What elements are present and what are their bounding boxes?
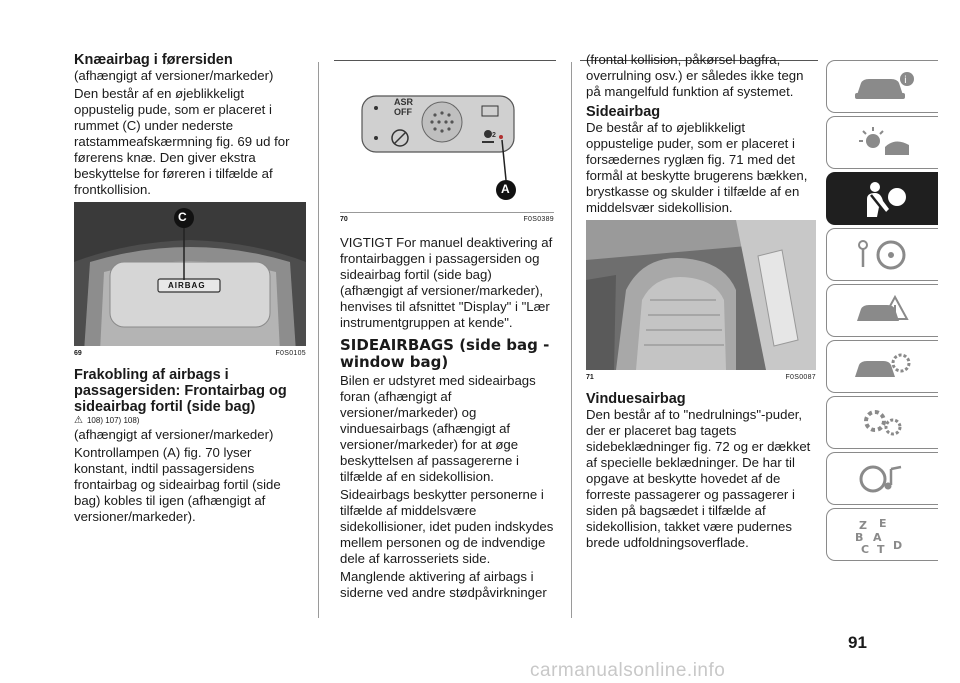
breakdown-icon — [856, 294, 909, 321]
figure-code: F0S0105 — [275, 350, 306, 357]
tab-safety[interactable] — [826, 172, 938, 225]
figure-code: F0S0087 — [785, 374, 816, 381]
paragraph: Manglende aktivering af airbags i sidern… — [340, 569, 547, 600]
figure-number: 69 — [74, 350, 82, 357]
tab-technical-data[interactable] — [826, 396, 938, 449]
paragraph: VIGTIGT For manuel deaktivering af front… — [340, 235, 553, 330]
asr-label: ASR — [394, 97, 414, 107]
top-rule-col2 — [334, 60, 556, 61]
top-rule-col3 — [580, 60, 818, 61]
section-heading: Vinduesairbag — [586, 391, 686, 407]
column-3: (frontal kollision, påkørsel bagfra, ove… — [586, 52, 816, 553]
chapter-navigation: i — [826, 60, 938, 564]
airbag-2-label: 2 — [492, 132, 496, 139]
lights-icon — [858, 126, 909, 155]
figure-code: F0S0389 — [523, 216, 554, 223]
section-title: SIDEAIRBAGS (side bag - window bag) — [340, 336, 550, 371]
paragraph: Kontrollampen (A) fig. 70 lyser konstant… — [74, 445, 281, 524]
figure-number: 71 — [586, 374, 594, 381]
tab-starting[interactable] — [826, 228, 938, 281]
svg-text:Z: Z — [859, 519, 867, 532]
watermark: carmanualsonline.info — [530, 660, 726, 681]
tab-multimedia[interactable] — [826, 452, 938, 505]
airbag-label: AIRBAG — [168, 281, 206, 290]
figure-69-image: C AIRBAG — [74, 202, 306, 346]
warning-references: ⚠ 108) 107) 108) — [74, 415, 306, 426]
svg-text:C: C — [861, 543, 869, 555]
paragraph: Den består af to "nedrulnings"-puder, de… — [586, 407, 811, 550]
svg-text:E: E — [879, 517, 887, 530]
tab-emergency[interactable] — [826, 284, 938, 337]
svg-text:T: T — [877, 543, 885, 555]
figure-70: ASR OFF 2 A 70 F0S0389 — [340, 82, 554, 223]
reference-numbers: 108) 107) 108) — [86, 416, 140, 425]
asr-off-label: OFF — [394, 107, 412, 117]
page-number: 91 — [848, 633, 867, 652]
figure-71: 71 F0S0087 — [586, 220, 816, 381]
multimedia-icon — [859, 465, 901, 492]
svg-text:D: D — [893, 539, 902, 552]
callout-label-a: A — [501, 182, 510, 196]
dashboard-switch-illustration — [361, 95, 516, 200]
column-divider — [318, 62, 319, 618]
section-heading: Frakobling af airbags i passagersiden: F… — [74, 367, 287, 415]
figure-69: C AIRBAG 69 F0S0105 — [74, 202, 306, 357]
paragraph: Bilen er udstyret med sideairbags foran … — [340, 373, 536, 484]
svg-text:A: A — [873, 531, 882, 544]
column-1: Knæairbag i førersiden (afhængigt af ver… — [74, 52, 306, 527]
paragraph: Sideairbags beskytter personerne i tilfæ… — [340, 487, 554, 566]
figure-70-image: ASR OFF 2 A — [340, 82, 554, 210]
tab-vehicle[interactable]: i — [826, 60, 938, 113]
column-2: ASR OFF 2 A 70 F0S0389 VIGTIGT For manue… — [340, 52, 554, 603]
section-heading: Knæairbag i førersiden — [74, 52, 233, 68]
technical-data-icon — [863, 409, 901, 435]
section-heading: Sideairbag — [586, 104, 661, 120]
car-warning-icon: i — [854, 71, 914, 99]
seat-airbag-icon — [866, 181, 906, 217]
figure-caption: 70 F0S0389 — [340, 212, 554, 223]
warning-triangle-icon: ⚠ — [74, 415, 83, 426]
tab-lights[interactable] — [826, 116, 938, 169]
figure-caption: 71 F0S0087 — [586, 374, 816, 381]
paragraph: (afhængigt af versioner/markeder) — [74, 68, 274, 83]
paragraph: (afhængigt af versioner/markeder) — [74, 427, 274, 442]
figure-number: 70 — [340, 216, 348, 223]
paragraph: De består af to øjeblikkeligt oppustelig… — [586, 120, 808, 215]
tab-maintenance[interactable] — [826, 340, 938, 393]
paragraph: Den består af en øjeblikkeligt oppusteli… — [74, 86, 290, 197]
maintenance-icon — [854, 353, 910, 377]
column-divider — [571, 62, 572, 618]
paragraph: (frontal kollision, påkørsel bagfra, ove… — [586, 52, 804, 99]
side-airbag-seat-illustration — [586, 220, 816, 370]
svg-text:i: i — [904, 75, 907, 86]
figure-caption: 69 F0S0105 — [74, 350, 306, 357]
callout-label-c: C — [178, 210, 187, 224]
figure-71-image — [586, 220, 816, 370]
key-steering-icon — [857, 239, 905, 269]
svg-text:B: B — [855, 531, 863, 544]
knee-airbag-illustration — [74, 202, 306, 346]
